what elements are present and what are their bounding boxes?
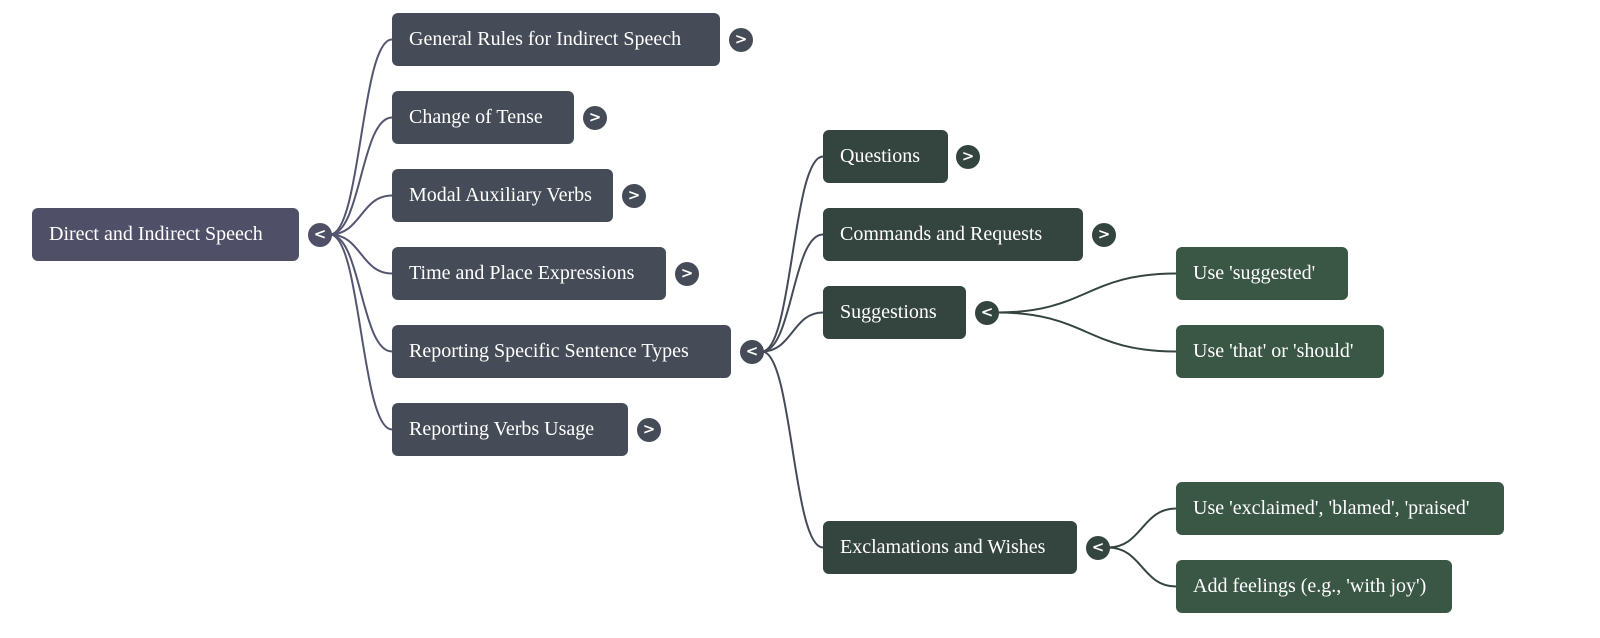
link-root-to-sentence-types — [329, 233, 393, 353]
node-general-rules[interactable]: General Rules for Indirect Speech — [392, 13, 720, 66]
link-exclamations-to-use-exclaimed — [1107, 507, 1177, 549]
expand-icon[interactable]: > — [729, 27, 753, 52]
node-use-suggested[interactable]: Use 'suggested' — [1176, 247, 1348, 300]
link-root-to-change-of-tense — [329, 116, 393, 236]
collapse-icon[interactable]: < — [308, 222, 332, 247]
collapse-icon[interactable]: < — [1086, 535, 1110, 560]
link-root-to-reporting-verbs — [329, 233, 393, 431]
collapse-icon[interactable]: < — [975, 300, 999, 325]
expand-icon[interactable]: > — [622, 183, 646, 208]
link-suggestions-to-use-that-should — [996, 311, 1177, 353]
link-sentence-types-to-suggestions — [761, 311, 824, 353]
link-suggestions-to-use-suggested — [996, 272, 1177, 314]
node-commands[interactable]: Commands and Requests — [823, 208, 1083, 261]
node-reporting-verbs[interactable]: Reporting Verbs Usage — [392, 403, 628, 456]
node-use-that-should[interactable]: Use 'that' or 'should' — [1176, 325, 1384, 378]
root-node[interactable]: Direct and Indirect Speech — [32, 208, 299, 261]
node-sentence-types[interactable]: Reporting Specific Sentence Types — [392, 325, 731, 378]
expand-icon[interactable]: > — [956, 144, 980, 169]
link-sentence-types-to-questions — [761, 155, 824, 353]
node-time-place[interactable]: Time and Place Expressions — [392, 247, 666, 300]
link-sentence-types-to-exclamations — [761, 350, 824, 549]
link-exclamations-to-add-feelings — [1107, 546, 1177, 588]
node-modal-verbs[interactable]: Modal Auxiliary Verbs — [392, 169, 613, 222]
link-root-to-time-place — [329, 233, 393, 275]
node-exclamations[interactable]: Exclamations and Wishes — [823, 521, 1077, 574]
expand-icon[interactable]: > — [583, 105, 607, 130]
expand-icon[interactable]: > — [675, 261, 699, 286]
node-use-exclaimed[interactable]: Use 'exclaimed', 'blamed', 'praised' — [1176, 482, 1504, 535]
collapse-icon[interactable]: < — [740, 339, 764, 364]
expand-icon[interactable]: > — [1092, 222, 1116, 247]
link-sentence-types-to-commands — [761, 233, 824, 353]
node-add-feelings[interactable]: Add feelings (e.g., 'with joy') — [1176, 560, 1452, 613]
node-questions[interactable]: Questions — [823, 130, 948, 183]
link-root-to-general-rules — [329, 38, 393, 236]
node-suggestions[interactable]: Suggestions — [823, 286, 966, 339]
link-root-to-modal-verbs — [329, 194, 393, 236]
node-change-of-tense[interactable]: Change of Tense — [392, 91, 574, 144]
expand-icon[interactable]: > — [637, 417, 661, 442]
